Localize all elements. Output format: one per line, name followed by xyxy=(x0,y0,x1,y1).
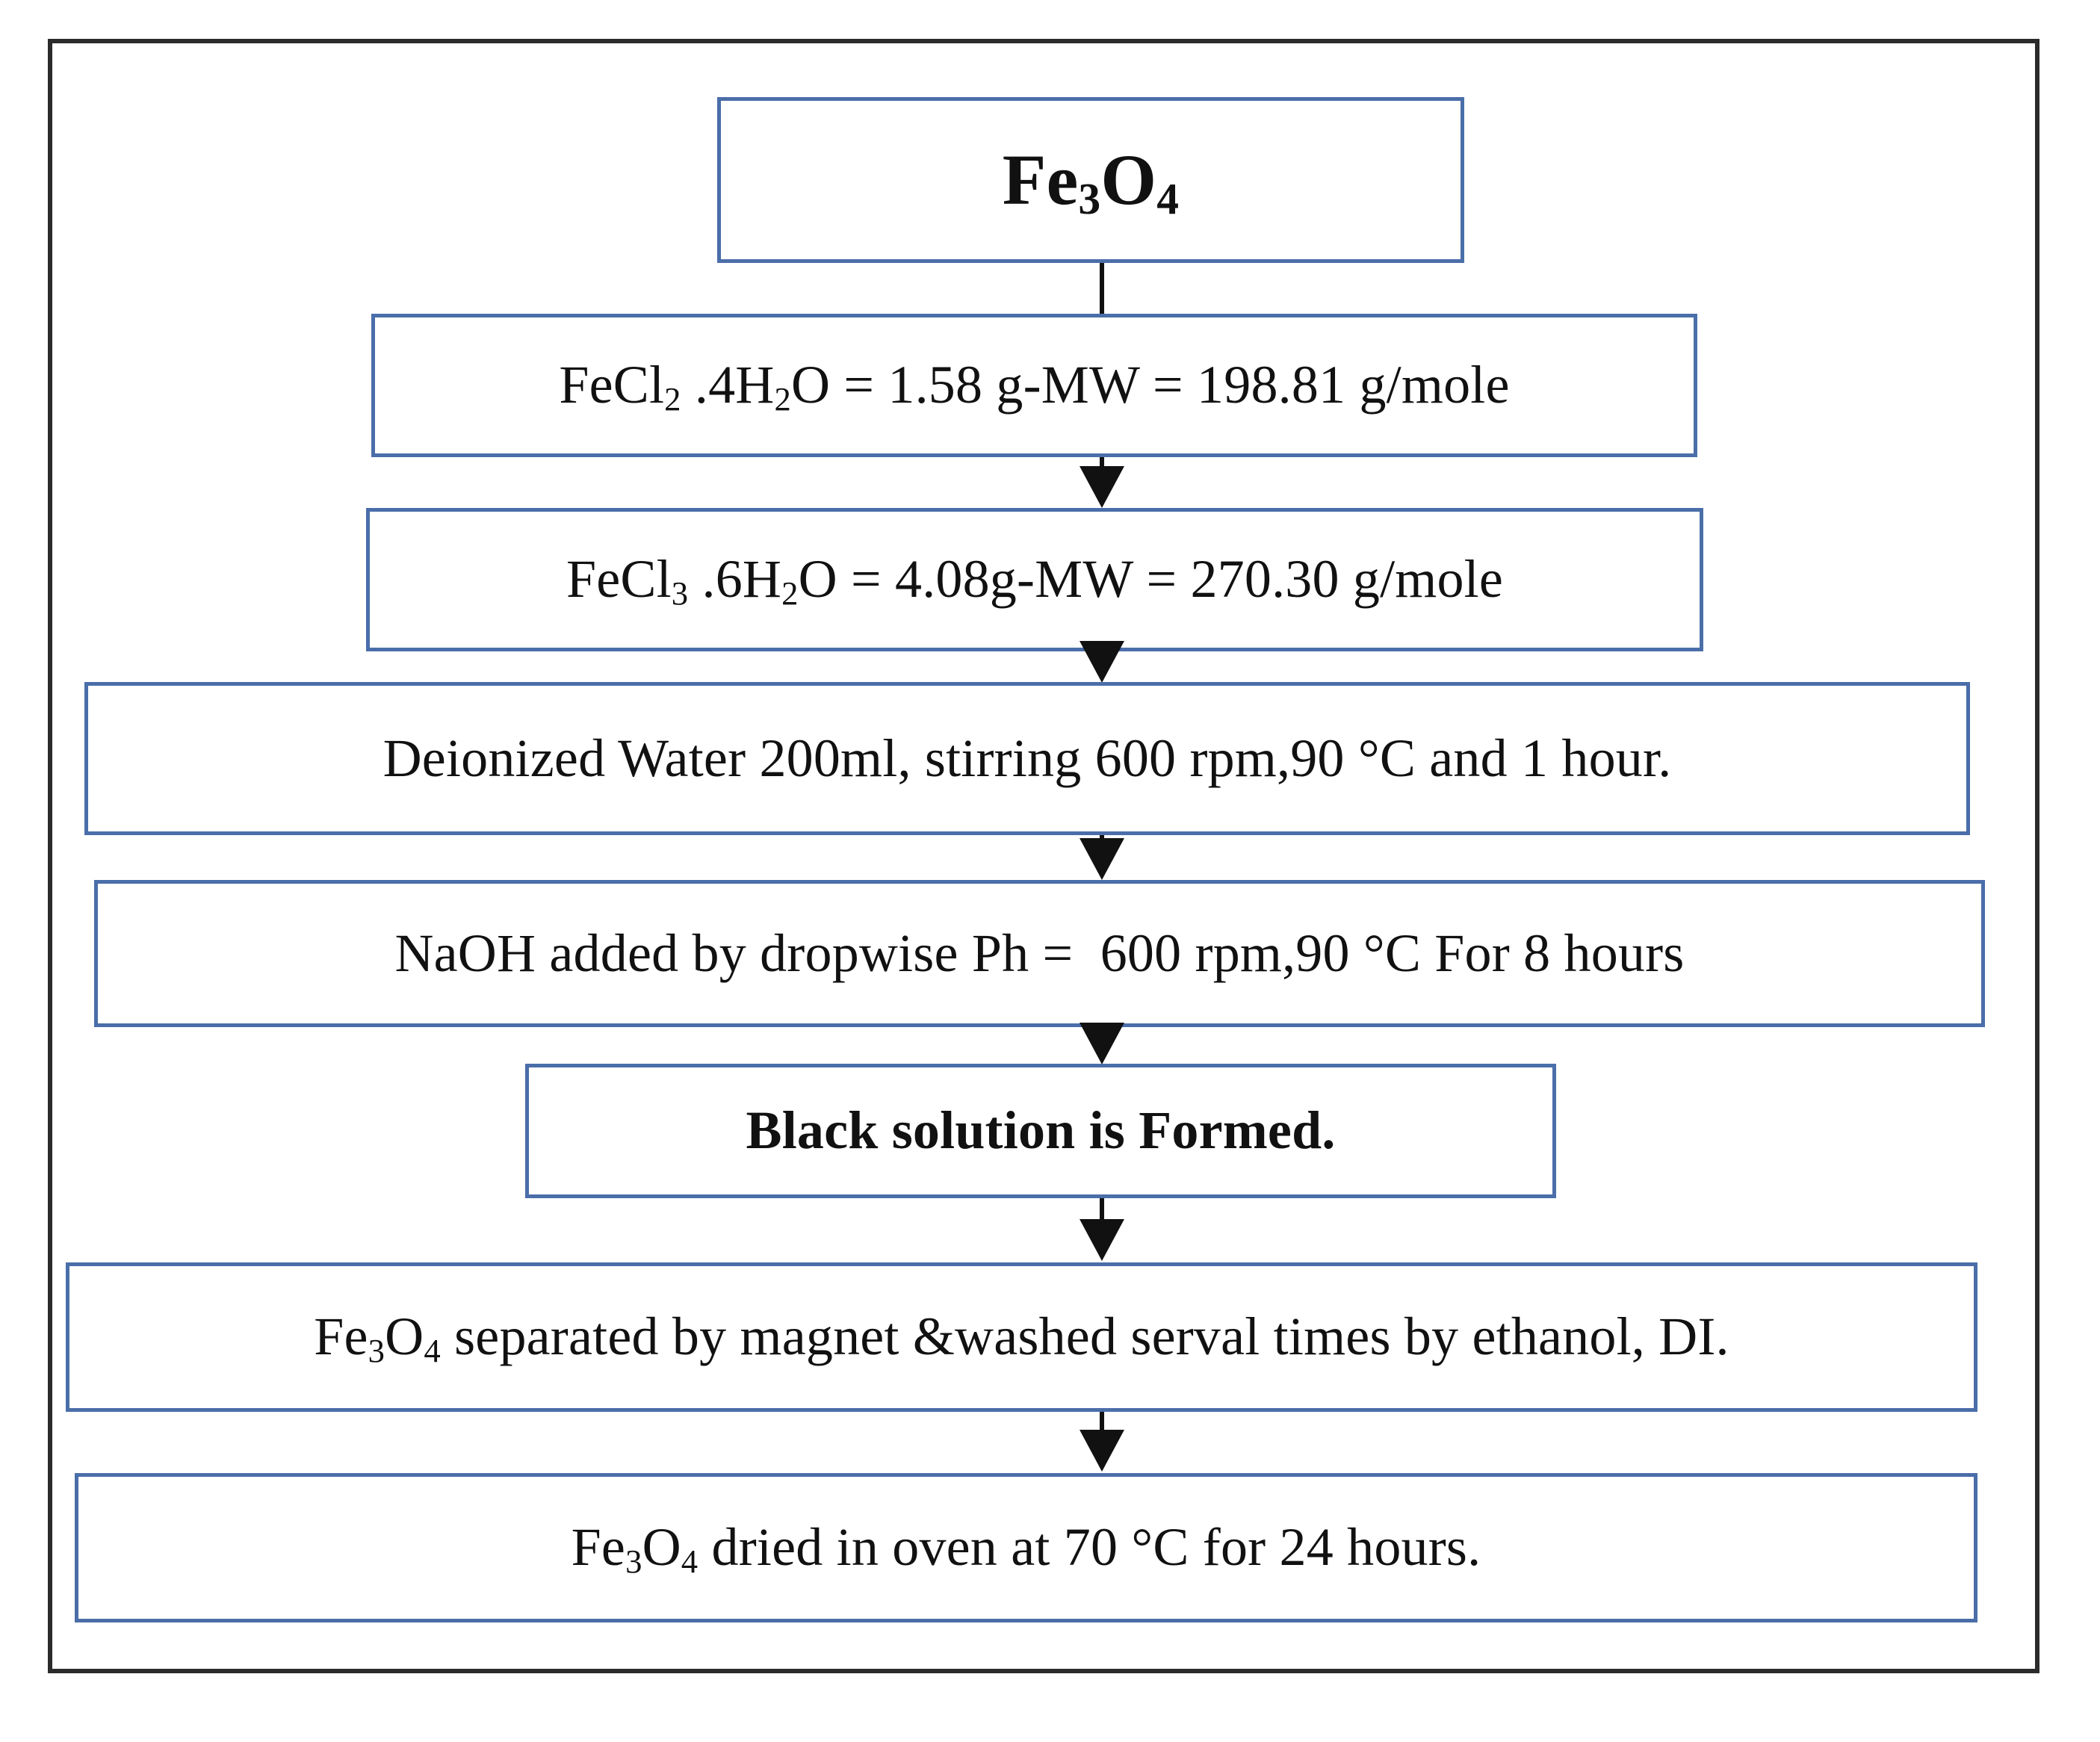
fecl2-reagent-node: FeCl2 .4H2O = 1.58 g-MW = 198.81 g/mole xyxy=(371,314,1697,457)
connector-fecl3-to-deionized-water xyxy=(1080,641,1124,683)
arrowhead-icon xyxy=(1080,641,1124,683)
arrowhead-icon xyxy=(1080,1430,1124,1472)
outer-frame-border xyxy=(48,39,2039,1673)
fecl2-reagent-label: FeCl2 .4H2O = 1.58 g-MW = 198.81 g/mole xyxy=(559,355,1510,418)
product-title-label: Fe3O4 xyxy=(1002,139,1180,223)
arrowhead-icon xyxy=(1080,1219,1124,1261)
connector-deionized-water-to-naoh xyxy=(1080,835,1124,880)
connector-black-solution-to-magnet-separation xyxy=(1080,1198,1124,1261)
magnetic-separation-step-label: Fe3O4 separated by magnet &washed serval… xyxy=(314,1306,1729,1370)
connector-magnet-separation-to-drying xyxy=(1080,1412,1124,1472)
connector-stem xyxy=(1100,457,1104,472)
black-solution-result-node: Black solution is Formed. xyxy=(525,1064,1556,1198)
naoh-dropwise-step-node: NaOH added by dropwise Ph = 600 rpm,90 °… xyxy=(94,880,1985,1027)
fecl3-reagent-label: FeCl3 .6H2O = 4.08g-MW = 270.30 g/mole xyxy=(566,549,1504,613)
magnetic-separation-step-node: Fe3O4 separated by magnet &washed serval… xyxy=(66,1262,1977,1412)
connector-naoh-to-black-solution xyxy=(1080,1023,1124,1064)
connector-stem xyxy=(1100,1412,1104,1434)
naoh-dropwise-step-label: NaOH added by dropwise Ph = 600 rpm,90 °… xyxy=(394,923,1685,983)
connector-stem xyxy=(1100,1198,1104,1222)
connector-stem xyxy=(1100,263,1104,315)
black-solution-result-label: Black solution is Formed. xyxy=(746,1100,1336,1161)
oven-drying-step-node: Fe3O4 dried in oven at 70 °C for 24 hour… xyxy=(75,1473,1977,1622)
arrowhead-icon xyxy=(1080,838,1124,880)
product-title-node: Fe3O4 xyxy=(717,97,1464,263)
arrowhead-icon xyxy=(1080,466,1124,508)
deionized-water-step-label: Deionized Water 200ml, stirring 600 rpm,… xyxy=(382,728,1672,788)
connector-fe3o4-to-fecl2 xyxy=(1080,263,1124,315)
connector-fecl2-to-fecl3 xyxy=(1080,457,1124,508)
deionized-water-step-node: Deionized Water 200ml, stirring 600 rpm,… xyxy=(84,682,1970,835)
oven-drying-step-label: Fe3O4 dried in oven at 70 °C for 24 hour… xyxy=(571,1517,1481,1581)
fecl3-reagent-node: FeCl3 .6H2O = 4.08g-MW = 270.30 g/mole xyxy=(366,508,1703,651)
arrowhead-icon xyxy=(1080,1023,1124,1064)
